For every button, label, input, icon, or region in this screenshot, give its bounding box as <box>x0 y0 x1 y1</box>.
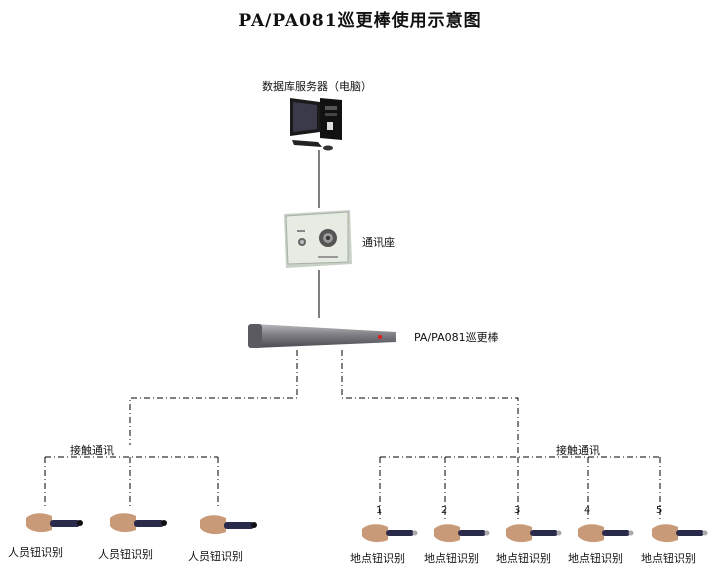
hand-wand-icon <box>200 515 257 535</box>
location-label-2: 地点钮识别 <box>424 552 479 565</box>
location-number-3: 3 <box>514 505 521 516</box>
personnel-label-3: 人员钮识别 <box>188 550 243 563</box>
left-branch-label: 接触通讯 <box>70 444 114 457</box>
page-title: PA/PA081巡更棒使用示意图 <box>238 11 482 31</box>
personnel-label-1: 人员钮识别 <box>8 546 63 559</box>
hand-wand-icon <box>506 524 562 543</box>
location-number-1: 1 <box>376 505 383 516</box>
hand-wand-icon <box>652 524 708 543</box>
hand-wand-icon <box>362 524 418 543</box>
right-trunk <box>341 350 519 455</box>
hand-wand-icon <box>110 513 167 533</box>
location-number-2: 2 <box>441 505 448 516</box>
hand-wand-icon <box>26 513 83 533</box>
hand-wand-icon <box>578 524 634 543</box>
left-trunk <box>129 350 298 445</box>
server-label: 数据库服务器（电脑） <box>262 80 372 93</box>
personnel-label-2: 人员钮识别 <box>98 548 153 561</box>
right-branch-label: 接触通讯 <box>556 444 600 457</box>
hand-wand-icon <box>434 524 490 543</box>
base-label: 通讯座 <box>362 236 395 249</box>
patrol-wand-icon <box>248 324 396 348</box>
location-number-5: 5 <box>656 505 663 516</box>
computer-icon <box>290 98 342 151</box>
location-label-5: 地点钮识别 <box>641 552 696 565</box>
wand-label: PA/PA081巡更棒 <box>414 331 499 344</box>
location-label-1: 地点钮识别 <box>350 552 405 565</box>
location-label-3: 地点钮识别 <box>496 552 551 565</box>
location-label-4: 地点钮识别 <box>568 552 623 565</box>
communication-base-icon <box>284 210 352 268</box>
location-number-4: 4 <box>584 505 591 516</box>
